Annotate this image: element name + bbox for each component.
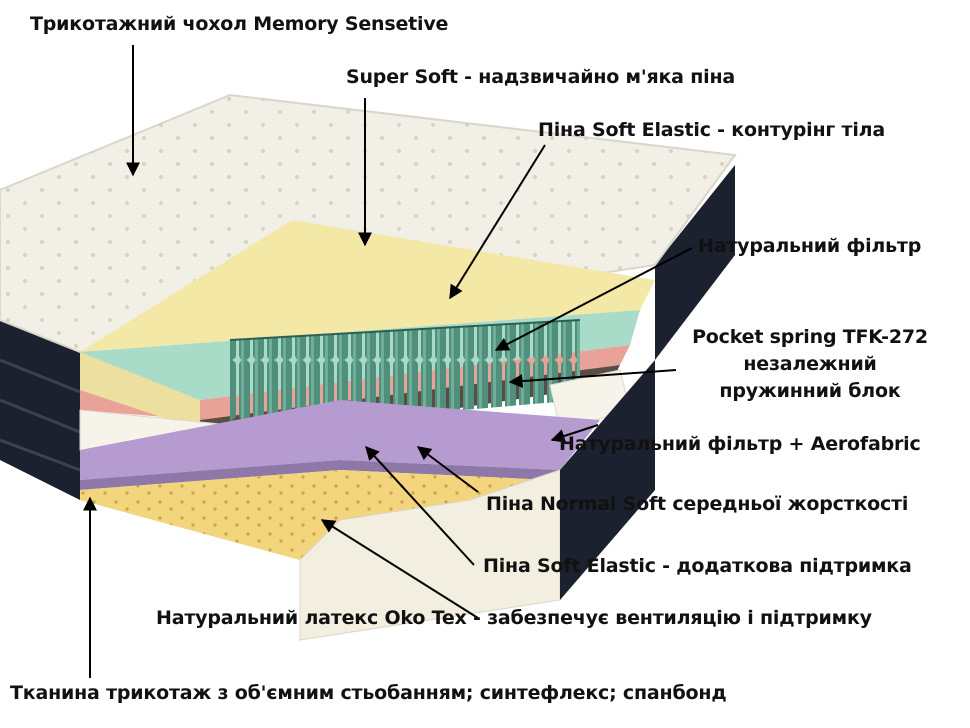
layer-purple: [80, 400, 600, 480]
arrow-natural-filter: [494, 247, 693, 351]
label-filter-aerofabric: Натуральний фільтр + Aerofabric: [559, 433, 921, 455]
spring-block: [230, 320, 580, 430]
side-band-left: [0, 320, 80, 500]
arrow-pocket-spring: [508, 369, 677, 389]
pointer-arrows: [83, 45, 693, 678]
label-pocket-spring: Pocket spring TFK-272 незалежний пружинн…: [680, 326, 940, 402]
arrow-filter-aerofabric: [550, 424, 599, 443]
arrow-latex: [320, 519, 479, 619]
label-soft-elastic-bottom: Піна Soft Elastic - додаткова підтримка: [483, 555, 912, 577]
label-top-cover: Трикотажний чохол Memory Sensetive: [30, 13, 449, 35]
label-latex: Натуральний латекс Oko Tex - забезпечує …: [156, 607, 872, 629]
arrow-normal-soft: [416, 446, 479, 493]
label-super-soft: Super Soft - надзвичайно м'яка піна: [346, 66, 735, 88]
label-pocket-spring-line3: пружинний блок: [719, 380, 901, 402]
label-normal-soft: Піна Normal Soft середньої жорсткості: [486, 493, 909, 515]
arrow-soft-elastic-top: [449, 144, 546, 300]
label-natural-filter: Натуральний фільтр: [698, 235, 922, 257]
side-band-right: [655, 165, 735, 360]
label-bottom-fabric: Тканина трикотаж з об'ємним стьобанням; …: [10, 682, 727, 704]
layer-yellow-top: [80, 220, 655, 352]
label-soft-elastic-top: Піна Soft Elastic - контурінг тіла: [538, 119, 885, 141]
label-pocket-spring-line2: незалежний: [743, 353, 877, 375]
arrow-soft-elastic-bottom: [365, 445, 475, 566]
label-pocket-spring-line1: Pocket spring TFK-272: [692, 326, 928, 348]
